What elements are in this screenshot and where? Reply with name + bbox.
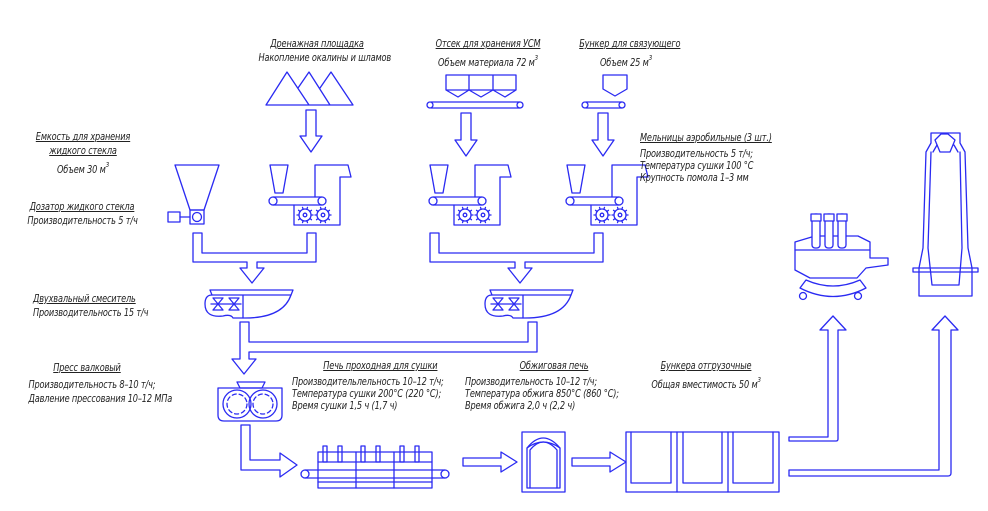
dryer-kiln-icon (300, 445, 450, 489)
liquid-glass-tank-icon (167, 164, 220, 225)
dryer-capacity: Производительлельность 10–12 т/ч; (292, 376, 444, 388)
dryer-post (360, 445, 366, 463)
mixer-capacity: Производительность 15 т/ч (33, 307, 149, 319)
glass-doser-label: Дозатор жидкого стекла Производительност… (27, 200, 138, 228)
press-label: Пресс валковый Производительность 8–10 т… (28, 361, 173, 406)
aero-mill-1-icon (268, 164, 352, 226)
drainage-desc: Накопление окалины и шламов (258, 52, 392, 64)
mills-grind-size: Крупность помола 1–3 мм (640, 172, 749, 184)
dryer-post (414, 445, 420, 463)
arrow-press-to-dryer (240, 424, 298, 478)
mills-label: Мельницы аэробильные (3 шт.) Производите… (640, 131, 772, 184)
usm-storage-title: Отсек для хранения УСМ (435, 38, 541, 50)
drainage-title: Дренажная площадка (270, 38, 364, 50)
press-pressure: Давление прессования 10–12 МПа (28, 393, 173, 405)
shipping-bunkers-icon (625, 431, 780, 493)
drainage-pile-icon (265, 71, 354, 106)
ladle-furnace-icon (794, 213, 889, 301)
blast-furnace-icon (912, 132, 979, 297)
usm-storage-silos-icon (426, 74, 524, 109)
arrow-dryer-to-kiln (462, 451, 518, 473)
dryer-temp: Температура сушки 200°С (220 °С); (292, 388, 442, 400)
glass-tank-title-2: жидкого стекла (49, 145, 117, 157)
usm-storage-volume: Объем материала 72 м (438, 57, 535, 69)
twin-shaft-mixer-2-icon (484, 289, 574, 319)
arrow-kiln-to-shipping (571, 451, 627, 473)
press-capacity: Производительность 8–10 т/ч; (28, 379, 156, 391)
dryer-post (322, 445, 328, 463)
glass-tank-volume-unit: 3 (105, 161, 110, 169)
mills-capacity: Производительность 5 т/ч; (640, 148, 753, 160)
press-title: Пресс валковый (53, 362, 121, 374)
shipping-capacity-unit: 3 (757, 376, 761, 384)
kiln-time: Время обжига 2,0 ч (2,2 ч) (465, 400, 576, 412)
binder-bunker-icon (581, 74, 628, 109)
binder-bunker-volume: Объем 25 м (599, 57, 649, 69)
kiln-temp: Температура обжига 850°С (860 °С); (465, 388, 619, 400)
mills-title: Мельницы аэробильные (3 шт.) (640, 132, 772, 144)
glass-tank-title-1: Емкость для хранения (35, 131, 131, 143)
pipe-mixers-to-press (231, 321, 538, 375)
pipe-shipping-to-blast-furnace (788, 315, 959, 477)
glass-doser-title: Дозатор жидкого стекла (29, 201, 135, 213)
shipping-title: Бункера отгрузочные (660, 360, 752, 372)
dryer-label: Печь проходная для сушки Производительле… (292, 359, 444, 412)
mixer-title: Двухвальный смеситель (33, 293, 136, 305)
glass-doser-capacity: Производительность 5 т/ч (27, 215, 138, 227)
dryer-time: Время сушки 1,5 ч (1,7 ч) (292, 400, 398, 412)
glass-tank-volume: Объем 30 м (56, 164, 106, 176)
electrode-cap (836, 213, 848, 222)
dryer-post (337, 445, 343, 463)
pipe-left-collector (192, 232, 317, 284)
arrow-down-binder (591, 112, 615, 157)
binder-bunker-label: Бункер для связующего Объем 25 м3 (579, 37, 681, 70)
shipping-label: Бункера отгрузочные Общая вместимость 50… (651, 359, 761, 392)
glass-tank-label: Емкость для хранения жидкого стекла Объе… (32, 130, 133, 177)
kiln-capacity: Производительность 10–12 т/ч; (465, 376, 597, 388)
aero-mill-3-icon (565, 164, 649, 226)
pipe-shipping-to-converter (788, 315, 847, 442)
pipe-right-collector (429, 232, 604, 284)
roller-press-icon (217, 381, 283, 422)
binder-bunker-title: Бункер для связующего (579, 38, 681, 50)
drainage-label: Дренажная площадка Накопление окалины и … (258, 37, 392, 65)
kiln-title: Обжиговая печь (519, 360, 589, 372)
firing-kiln-icon (521, 431, 566, 493)
shipping-capacity: Общая вместимость 50 м (651, 379, 758, 391)
usm-storage-volume-unit: 3 (534, 54, 538, 62)
binder-bunker-volume-unit: 3 (648, 54, 653, 62)
arrow-down-usm (454, 112, 478, 157)
twin-shaft-mixer-1-icon (204, 289, 294, 319)
arrow-down-drainage (299, 109, 323, 153)
electrode-cap (810, 213, 822, 222)
mills-drying-temp: Температура сушки 100 °С (640, 160, 754, 172)
dryer-post (375, 445, 381, 463)
kiln-label: Обжиговая печь Производительность 10–12 … (465, 359, 619, 412)
usm-storage-label: Отсек для хранения УСМ Объем материала 7… (433, 37, 542, 70)
electrode-cap (823, 213, 835, 222)
dryer-title: Печь проходная для сушки (323, 360, 438, 372)
aero-mill-2-icon (428, 164, 512, 226)
mixer-label: Двухвальный смеситель Производительность… (33, 292, 148, 320)
dryer-post (399, 445, 405, 463)
